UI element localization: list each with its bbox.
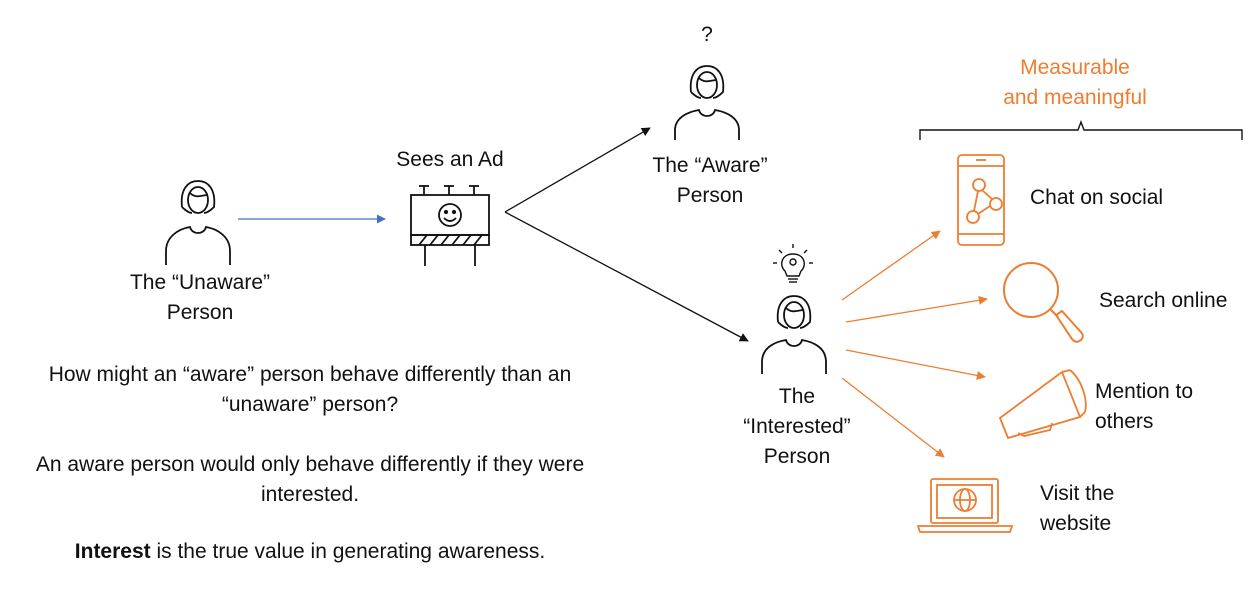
action-chat-label: Chat on social — [1030, 183, 1163, 213]
arrow-to-chat — [841, 230, 941, 301]
magnifier-icon — [1003, 262, 1084, 343]
interested-person-icon — [761, 295, 827, 374]
answer-line2: interested. — [260, 483, 360, 506]
ad-label: Sees an Ad — [396, 148, 504, 171]
interest-bold: Interest — [74, 540, 151, 563]
question-line2: “unaware” person? — [221, 393, 399, 416]
arrow-to-mention — [845, 349, 986, 380]
aware-person-label: The “Aware” Person — [610, 151, 810, 211]
measurable-line1: Measurable — [1020, 56, 1130, 79]
unaware-person-icon — [165, 180, 231, 265]
measurable-label: Measurable and meaningful — [975, 53, 1175, 113]
arrow-ad-to-aware — [504, 127, 651, 213]
billboard-icon — [410, 185, 490, 266]
aware-question-mark: ? — [701, 23, 713, 46]
arrow-ad-to-interested — [504, 211, 749, 342]
aware-line2: Person — [676, 184, 744, 207]
lightbulb-gear-icon — [773, 244, 813, 283]
arrow-to-search — [845, 295, 988, 323]
action-search-line1: Search online — [1099, 289, 1228, 312]
interested-line3: Person — [763, 445, 831, 468]
action-visit-label: Visit the website — [1040, 479, 1114, 539]
unaware-line1: The “Unaware” — [129, 271, 271, 294]
action-visit-line2: website — [1040, 512, 1112, 535]
action-mention-line1: Mention to — [1095, 380, 1194, 403]
interested-line1: The — [778, 385, 816, 408]
interested-line2: “Interested” — [743, 415, 851, 438]
aware-line1: The “Aware” — [652, 154, 768, 177]
action-mention-label: Mention to others — [1095, 377, 1193, 437]
brace — [919, 120, 1243, 140]
action-visit-line1: Visit the — [1040, 482, 1115, 505]
answer-line1: An aware person would only behave differ… — [35, 453, 585, 476]
action-search-label: Search online — [1099, 286, 1227, 316]
question-paragraph: How might an “aware” person behave diffe… — [10, 360, 610, 420]
answer-paragraph: An aware person would only behave differ… — [10, 450, 610, 510]
megaphone-icon — [998, 369, 1087, 440]
phone-social-icon — [957, 154, 1005, 246]
action-chat-line1: Chat on social — [1030, 186, 1164, 209]
aware-person-icon — [674, 65, 740, 140]
unaware-person-label: The “Unaware” Person — [100, 268, 300, 328]
laptop-globe-icon — [916, 478, 1014, 533]
interest-paragraph: Interest is the true value in generating… — [10, 537, 610, 567]
interested-person-label: The “Interested” Person — [697, 382, 897, 472]
question-line1: How might an “aware” person behave diffe… — [48, 363, 572, 386]
arrow-to-website — [841, 377, 945, 458]
interest-rest: is the true value in generating awarenes… — [150, 540, 546, 563]
unaware-line2: Person — [166, 301, 234, 324]
action-mention-line2: others — [1095, 410, 1154, 433]
measurable-line2: and meaningful — [1003, 86, 1147, 109]
